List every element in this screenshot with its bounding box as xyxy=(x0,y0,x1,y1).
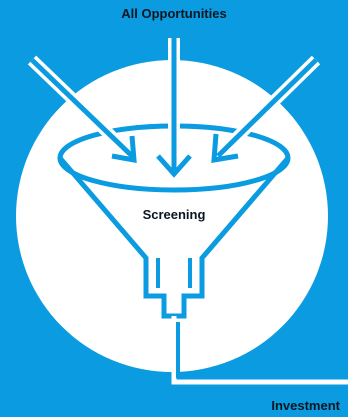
screening-label: Screening xyxy=(0,207,348,222)
all-opportunities-label: All Opportunities xyxy=(0,6,348,21)
investment-label: Investment xyxy=(271,398,340,413)
